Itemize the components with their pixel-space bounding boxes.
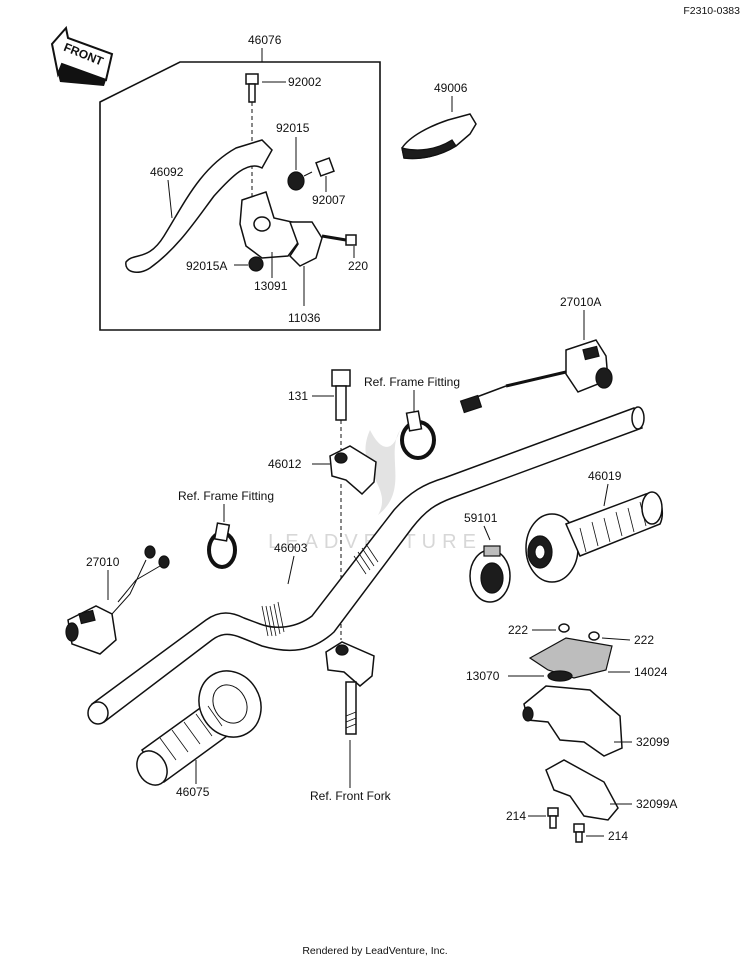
bolt-131 [331,369,351,421]
label-214-left: 214 [506,809,526,823]
bolt-92002 [245,73,259,103]
nut-92015a [248,256,264,272]
housing-32099a [545,759,619,821]
cable-clip-upper [400,410,436,460]
label-46075: 46075 [176,785,210,799]
screw-222-left [558,623,570,633]
screw-220 [321,234,357,246]
diagram-code: F2310-0383 [683,5,740,17]
screw-222-right [588,631,600,641]
nut-92015 [287,171,305,191]
label-222-left: 222 [508,623,528,637]
washer-13070 [547,670,573,682]
footer-credit: Rendered by LeadVenture, Inc. [302,945,447,957]
label-13070: 13070 [466,669,500,683]
cover-14024 [528,637,613,679]
handlebar-46003 [87,406,645,725]
switch-27010a [459,339,613,414]
cable-clip-left [207,522,237,569]
lever-assembly-box [99,61,381,331]
label-92007: 92007 [312,193,346,207]
label-46092: 46092 [150,165,184,179]
label-46012: 46012 [268,457,302,471]
label-46076: 46076 [248,33,282,47]
label-32099: 32099 [636,735,670,749]
label-14024: 14024 [634,665,668,679]
label-27010: 27010 [86,555,120,569]
label-220: 220 [348,259,368,273]
front-arrow-icon: FRONT [50,25,114,86]
label-11036: 11036 [288,311,321,325]
ref-front-fork: Ref. Front Fork [310,789,392,803]
label-27010a: 27010A [560,295,601,309]
label-59101: 59101 [464,511,498,525]
screw-214-left [547,807,559,829]
label-131: 131 [288,389,308,403]
label-46019: 46019 [588,469,622,483]
label-222-right: 222 [634,633,654,647]
ref-frame-fitting-left: Ref. Frame Fitting [178,489,274,503]
lever-46092 [125,139,273,274]
housing-32099 [523,685,623,757]
pulley-59101 [469,545,511,603]
label-214-right: 214 [608,829,628,843]
label-49006: 49006 [434,81,468,95]
switch-27010 [65,545,170,655]
label-92002: 92002 [288,75,322,89]
label-32099a: 32099A [636,797,677,811]
label-92015: 92015 [276,121,310,135]
ref-frame-fitting-upper: Ref. Frame Fitting [364,375,460,389]
grip-46019 [525,491,664,583]
clamp-11036 [288,221,323,267]
lower-holder [325,641,375,735]
label-92015a: 92015A [186,259,227,273]
screw-214-right [573,823,585,843]
screw-92007 [303,157,335,177]
label-13091: 13091 [254,279,288,293]
grip-46075 [136,670,262,786]
label-46003: 46003 [274,541,308,555]
